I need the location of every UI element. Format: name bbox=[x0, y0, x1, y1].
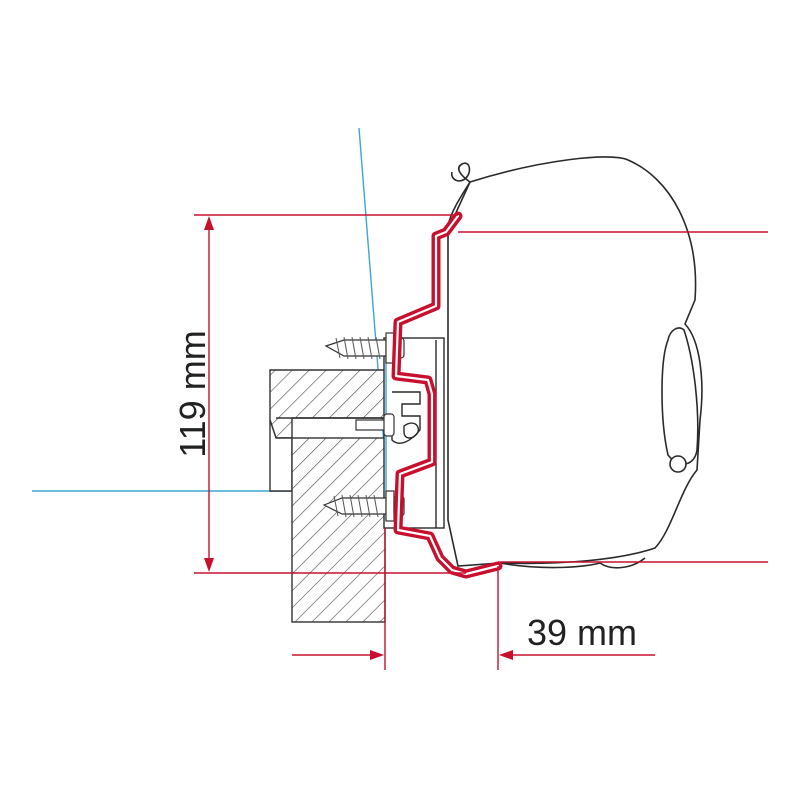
awning-housing bbox=[447, 156, 703, 569]
awning-roller-bulge bbox=[661, 327, 699, 465]
wall-body bbox=[291, 437, 386, 623]
arrow-left bbox=[499, 650, 513, 660]
arrow-up bbox=[204, 216, 214, 230]
arrow-down bbox=[204, 558, 214, 572]
dimension-lines bbox=[194, 214, 768, 670]
height-dimension-label: 119 mm bbox=[172, 330, 213, 457]
depth-dimension-label: 39 mm bbox=[527, 612, 637, 653]
dimension-arrowheads bbox=[204, 216, 513, 660]
awning-hook bbox=[450, 162, 471, 183]
awning-cassette-outline bbox=[447, 156, 703, 567]
wall-section bbox=[269, 369, 386, 623]
bolt-middle bbox=[355, 413, 395, 437]
arrow-right bbox=[370, 650, 384, 660]
awning-slot bbox=[669, 455, 687, 473]
